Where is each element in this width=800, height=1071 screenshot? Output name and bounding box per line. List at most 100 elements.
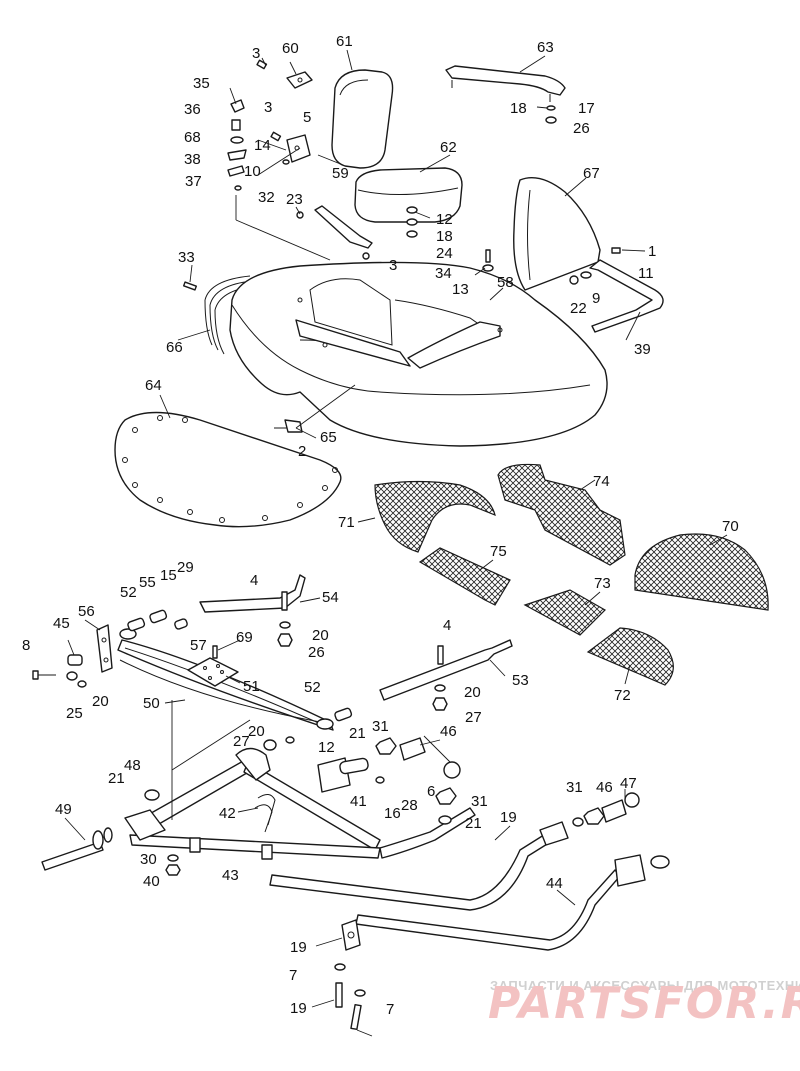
floor-cover-64 bbox=[114, 411, 342, 528]
callout-56: 56 bbox=[78, 603, 95, 620]
callout-19: 30 bbox=[140, 851, 157, 868]
fittings-46 bbox=[144, 737, 640, 827]
callout-37: 37 bbox=[185, 173, 202, 190]
u-bolt-49 bbox=[254, 794, 276, 833]
callout-35: 35 bbox=[193, 75, 210, 92]
callout-4: 4 bbox=[250, 572, 258, 589]
bar-53 bbox=[379, 639, 513, 701]
windscreen-bracket-39 bbox=[589, 259, 664, 333]
callout-28: 28 bbox=[401, 797, 418, 814]
callout-66: 66 bbox=[166, 339, 183, 356]
callout-42: 19 bbox=[500, 809, 517, 826]
callout-12: 12 bbox=[318, 739, 335, 756]
tube-42 bbox=[269, 807, 569, 911]
leader-lines bbox=[64, 49, 728, 1037]
callout-21: 21 bbox=[108, 770, 125, 787]
callout-21: 21 bbox=[465, 815, 482, 832]
callout-18: 18 bbox=[436, 228, 453, 245]
callout-59: 59 bbox=[332, 165, 349, 182]
callout-46: 47 bbox=[620, 775, 637, 792]
callout-20: 20 bbox=[248, 723, 265, 740]
callout-58: 58 bbox=[497, 274, 514, 291]
callout-3: 3 bbox=[264, 99, 272, 116]
callout-52: 52 bbox=[304, 679, 321, 696]
seat-cushion-62 bbox=[354, 167, 463, 223]
callout-63: 63 bbox=[537, 39, 554, 56]
callout-19: 7 bbox=[386, 1001, 394, 1018]
callout-62: 62 bbox=[440, 139, 457, 156]
callout-38: 38 bbox=[184, 151, 201, 168]
mesh-panels bbox=[374, 463, 769, 686]
callout-32: 32 bbox=[258, 189, 275, 206]
callout-20: 20 bbox=[312, 627, 329, 644]
callout-36: 36 bbox=[184, 101, 201, 118]
callout-50: 50 bbox=[143, 695, 160, 712]
sidecar-body bbox=[229, 261, 608, 447]
callout-46: 46 bbox=[440, 723, 457, 740]
callout-31: 46 bbox=[596, 779, 613, 796]
callout-3: 3 bbox=[389, 257, 397, 274]
callout-29: 29 bbox=[177, 559, 194, 576]
callout-41: 41 bbox=[350, 793, 367, 810]
callout-73: 73 bbox=[594, 575, 611, 592]
callout-labels: 3 60 61 63 35 36 68 38 37 10 32 3 5 14 5… bbox=[22, 33, 739, 1018]
callout-18: 18 bbox=[510, 100, 527, 117]
callout-13: 13 bbox=[452, 281, 469, 298]
callout-47: 49 bbox=[55, 801, 72, 818]
callout-19: 7 bbox=[289, 967, 297, 984]
clamp-44 bbox=[334, 919, 366, 1031]
watermark: ЗАПЧАСТИ И АКСЕССУАРЫ ДЛЯ МОТОТЕХНИКИ PA… bbox=[488, 978, 800, 1029]
callout-27: 27 bbox=[233, 733, 250, 750]
mesh-panel-75 bbox=[418, 547, 511, 606]
rod-43 bbox=[355, 854, 670, 951]
callout-67: 67 bbox=[583, 165, 600, 182]
callout-24: 24 bbox=[436, 245, 453, 262]
seat-back-61 bbox=[331, 69, 394, 169]
clamp-41 bbox=[317, 757, 369, 793]
callout-40: 43 bbox=[222, 867, 239, 884]
mesh-panel-71 bbox=[374, 480, 496, 553]
callout-64: 64 bbox=[145, 377, 162, 394]
callout-70: 70 bbox=[722, 518, 739, 535]
callout-45: 45 bbox=[53, 615, 70, 632]
callout-34: 34 bbox=[435, 265, 452, 282]
callout-20: 20 bbox=[464, 684, 481, 701]
callout-17: 17 bbox=[578, 100, 595, 117]
mesh-panel-74 bbox=[497, 463, 626, 566]
callout-54: 54 bbox=[322, 589, 339, 606]
callout-65: 65 bbox=[320, 429, 337, 446]
callout-4: 4 bbox=[443, 617, 451, 634]
callout-55: 55 bbox=[139, 574, 156, 591]
callout-6: 6 bbox=[427, 783, 435, 800]
small-fasteners bbox=[32, 59, 621, 876]
callout-71: 71 bbox=[338, 514, 355, 531]
callout-30: 40 bbox=[143, 873, 160, 890]
callout-20: 20 bbox=[92, 693, 109, 710]
callout-2: 2 bbox=[298, 443, 306, 460]
watermark-tagline: ЗАПЧАСТИ И АКСЕССУАРЫ ДЛЯ МОТОТЕХНИКИ bbox=[490, 978, 800, 993]
callout-16: 16 bbox=[384, 805, 401, 822]
callout-39: 39 bbox=[634, 341, 651, 358]
callout-12: 12 bbox=[436, 211, 453, 228]
callout-27: 27 bbox=[465, 709, 482, 726]
callout-31: 31 bbox=[372, 718, 389, 735]
callout-51: 51 bbox=[243, 678, 260, 695]
callout-14: 14 bbox=[254, 137, 271, 154]
callout-9: 9 bbox=[592, 290, 600, 307]
callout-57: 57 bbox=[190, 637, 207, 654]
grab-rail-63 bbox=[445, 65, 566, 102]
mesh-panel-73 bbox=[523, 589, 606, 636]
callout-72: 72 bbox=[614, 687, 631, 704]
callout-31: 31 bbox=[471, 793, 488, 810]
callout-48: 48 bbox=[124, 757, 141, 774]
callout-33: 33 bbox=[178, 249, 195, 266]
bracket-60 bbox=[286, 71, 313, 89]
bracket-56 bbox=[96, 624, 113, 673]
callout-21: 21 bbox=[349, 725, 366, 742]
callout-68: 68 bbox=[184, 129, 201, 146]
callout-44: 19 bbox=[290, 939, 307, 956]
callout-25: 25 bbox=[66, 705, 83, 722]
hardware-stack-35-37 bbox=[227, 99, 247, 191]
callout-43: 44 bbox=[546, 875, 563, 892]
